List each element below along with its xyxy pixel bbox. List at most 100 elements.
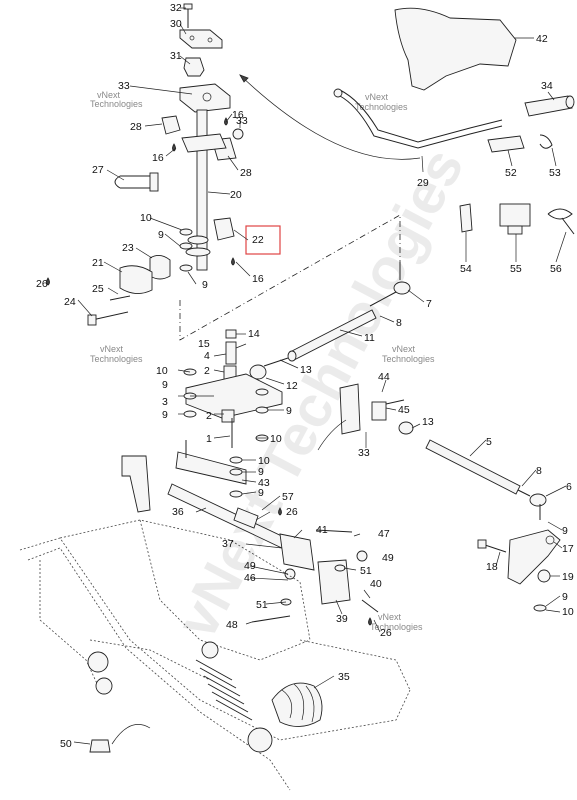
- callout-26c[interactable]: 26: [380, 627, 392, 639]
- leader-lines: [73, 7, 567, 745]
- callout-24[interactable]: 24: [64, 296, 76, 308]
- callout-3[interactable]: 3: [162, 396, 168, 408]
- callout-26[interactable]: 26: [36, 278, 48, 290]
- callout-50[interactable]: 50: [60, 738, 72, 750]
- callout-53[interactable]: 53: [549, 167, 561, 179]
- callout-25[interactable]: 25: [92, 283, 104, 295]
- callout-6[interactable]: 6: [566, 481, 572, 493]
- callout-5[interactable]: 5: [486, 436, 492, 448]
- callout-10[interactable]: 10: [140, 212, 152, 224]
- callout-27[interactable]: 27: [92, 164, 104, 176]
- callout-49[interactable]: 49: [382, 552, 394, 564]
- highlight-box-22[interactable]: [245, 225, 281, 255]
- callouts: 32 30 31 33 16 33 28 16 28 27 20 10 9 22…: [36, 2, 574, 750]
- watermark-line: vNext: [365, 92, 389, 102]
- callout-4[interactable]: 4: [204, 350, 210, 362]
- watermark-line: Technologies: [382, 354, 435, 364]
- callout-14[interactable]: 14: [248, 328, 260, 340]
- callout-9b[interactable]: 9: [202, 279, 208, 291]
- callout-19[interactable]: 19: [562, 571, 574, 583]
- callout-12[interactable]: 12: [286, 380, 298, 392]
- callout-20[interactable]: 20: [230, 189, 242, 201]
- watermark-line: Technologies: [370, 622, 423, 632]
- callout-10c[interactable]: 10: [270, 433, 282, 445]
- callout-9g[interactable]: 9: [562, 591, 568, 603]
- callout-44[interactable]: 44: [378, 371, 390, 383]
- callout-16c[interactable]: 16: [252, 273, 264, 285]
- callout-9f[interactable]: 9: [562, 525, 568, 537]
- callout-43[interactable]: 43: [258, 477, 270, 489]
- callout-28b[interactable]: 28: [240, 167, 252, 179]
- callout-34[interactable]: 34: [541, 80, 553, 92]
- callout-9i[interactable]: 9: [258, 487, 264, 499]
- callout-1[interactable]: 1: [206, 433, 212, 445]
- cap-50: [89, 739, 111, 753]
- callout-49b[interactable]: 49: [244, 560, 256, 572]
- chassis-frame: [19, 519, 411, 791]
- callout-39[interactable]: 39: [336, 613, 348, 625]
- callout-2[interactable]: 2: [204, 365, 210, 377]
- callout-18[interactable]: 18: [486, 561, 498, 573]
- callout-9h[interactable]: 9: [258, 466, 264, 478]
- callout-55[interactable]: 55: [510, 263, 522, 275]
- callout-8b[interactable]: 8: [536, 465, 542, 477]
- callout-54[interactable]: 54: [460, 263, 472, 275]
- callout-30[interactable]: 30: [170, 18, 182, 30]
- callout-9e[interactable]: 9: [286, 405, 292, 417]
- callout-32[interactable]: 32: [170, 2, 182, 14]
- callout-45[interactable]: 45: [398, 404, 410, 416]
- steering-column: [46, 3, 372, 626]
- electrical-parts: [459, 203, 575, 235]
- callout-13b[interactable]: 13: [422, 416, 434, 428]
- callout-47[interactable]: 47: [378, 528, 390, 540]
- callout-11[interactable]: 11: [364, 332, 375, 344]
- watermark-line: vNext: [378, 612, 402, 622]
- watermark-line: Technologies: [90, 99, 143, 109]
- callout-23[interactable]: 23: [122, 242, 134, 254]
- callout-33[interactable]: 33: [118, 80, 130, 92]
- watermark-small-2: vNext Technologies: [355, 92, 408, 112]
- callout-9d[interactable]: 9: [162, 409, 168, 421]
- callout-51b[interactable]: 51: [256, 599, 268, 611]
- watermark-small-4: vNext Technologies: [382, 344, 435, 364]
- callout-15[interactable]: 15: [198, 338, 210, 350]
- callout-48[interactable]: 48: [226, 619, 238, 631]
- callout-16[interactable]: 16: [232, 109, 244, 121]
- callout-56[interactable]: 56: [550, 263, 562, 275]
- callout-13[interactable]: 13: [300, 364, 312, 376]
- callout-26b[interactable]: 26: [286, 506, 298, 518]
- callout-22[interactable]: 22: [252, 234, 264, 246]
- callout-9[interactable]: 9: [158, 229, 164, 241]
- callout-46[interactable]: 46: [244, 572, 256, 584]
- callout-57[interactable]: 57: [282, 491, 294, 503]
- callout-16b[interactable]: 16: [152, 152, 164, 164]
- watermark-small-1: vNext Technologies: [90, 90, 143, 109]
- callout-28[interactable]: 28: [130, 121, 142, 133]
- callout-10b[interactable]: 10: [156, 365, 168, 377]
- callout-52[interactable]: 52: [505, 167, 517, 179]
- callout-2b[interactable]: 2: [206, 410, 212, 422]
- callout-10d[interactable]: 10: [562, 606, 574, 618]
- callout-41[interactable]: 41: [316, 524, 328, 536]
- callout-51[interactable]: 51: [360, 565, 372, 577]
- callout-7[interactable]: 7: [426, 298, 432, 310]
- arrowhead: [239, 74, 249, 83]
- callout-42[interactable]: 42: [536, 33, 548, 45]
- callout-29[interactable]: 29: [417, 177, 429, 189]
- tie-rod-upper: [249, 262, 411, 380]
- callout-17[interactable]: 17: [562, 543, 574, 555]
- callout-35[interactable]: 35: [338, 671, 350, 683]
- callout-9c[interactable]: 9: [162, 379, 168, 391]
- callout-10e[interactable]: 10: [258, 455, 270, 467]
- callout-31[interactable]: 31: [170, 50, 182, 62]
- callout-36[interactable]: 36: [172, 506, 184, 518]
- callout-33b[interactable]: 33: [236, 115, 248, 127]
- callout-33c[interactable]: 33: [358, 447, 370, 459]
- callout-37[interactable]: 37: [222, 538, 234, 550]
- callout-21[interactable]: 21: [92, 257, 104, 269]
- leader-arrow-29: [239, 74, 421, 160]
- callout-8[interactable]: 8: [396, 317, 402, 329]
- linkage: [121, 329, 379, 623]
- callout-40[interactable]: 40: [370, 578, 382, 590]
